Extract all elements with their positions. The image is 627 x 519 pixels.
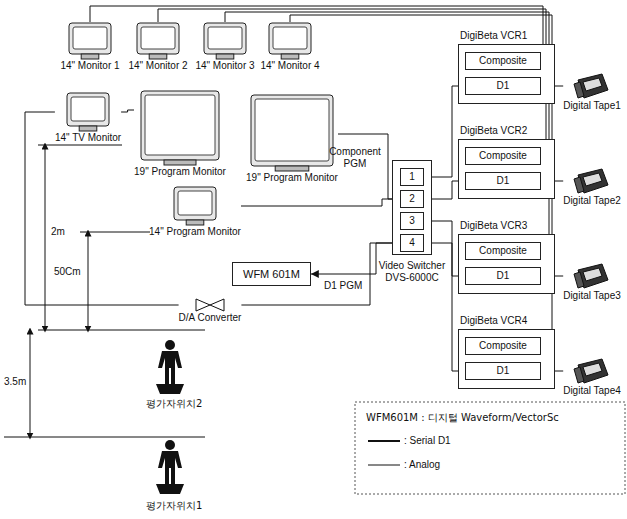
legend-sample xyxy=(368,440,400,442)
legend-sample xyxy=(368,465,400,466)
device-label: 14" Program Monitor xyxy=(149,226,241,238)
monitor: 19" Program Monitor xyxy=(134,90,226,178)
video-switcher: Video Switcher DVS-6000C1234 xyxy=(392,160,432,255)
box-label: 4 xyxy=(401,235,423,251)
box-label: 1 xyxy=(401,169,423,185)
tape-icon xyxy=(572,72,612,100)
vcr-output-box: D1 xyxy=(465,267,541,285)
tape-icon xyxy=(572,167,612,195)
monitor: 14" TV Monitor xyxy=(55,92,121,144)
monitor: 14" Program Monitor xyxy=(149,186,241,238)
label: 2m xyxy=(51,226,65,238)
box-label: Composite xyxy=(466,243,540,259)
waveform-monitor-box: WFM 601M xyxy=(232,262,311,286)
evaluator-figure xyxy=(156,440,184,494)
legend-box xyxy=(355,402,625,494)
digital-tape: Digital Tape2 xyxy=(563,167,621,207)
monitor: 14" Monitor 1 xyxy=(60,22,119,72)
label: 평가자위치2 xyxy=(146,398,202,410)
vcr-output-box: Composite xyxy=(465,147,541,165)
vcr-output-box: Composite xyxy=(465,52,541,70)
vcr-title: DigiBeta VCR4 xyxy=(460,315,527,327)
box-label: D1 xyxy=(466,173,540,189)
evaluator-figure xyxy=(156,340,184,394)
box-label: WFM 601M xyxy=(243,268,300,280)
digital-tape: Digital Tape1 xyxy=(563,72,621,112)
vcr-box: DigiBeta VCR3CompositeD1 xyxy=(458,220,555,294)
device-label: Digital Tape2 xyxy=(563,195,621,207)
device-label: 14" TV Monitor xyxy=(55,132,121,144)
digital-tape: Digital Tape3 xyxy=(563,262,621,302)
monitor-icon xyxy=(66,92,110,132)
box-label: 2 xyxy=(401,191,423,207)
device-label: 14" Monitor 1 xyxy=(60,60,119,72)
digital-tape: Digital Tape4 xyxy=(563,357,621,397)
box-label: Composite xyxy=(466,338,540,354)
device-label: Digital Tape3 xyxy=(563,290,621,302)
switcher-input: 1 xyxy=(400,168,424,186)
device-label: 19" Program Monitor xyxy=(246,172,338,184)
legend-text: : Serial D1 xyxy=(404,435,451,447)
tape-icon xyxy=(572,262,612,290)
vcr-output-box: D1 xyxy=(465,172,541,190)
monitor: 14" Monitor 4 xyxy=(260,22,319,72)
label: D1 PGM xyxy=(324,280,362,292)
vcr-output-box: Composite xyxy=(465,242,541,260)
device-label: Digital Tape1 xyxy=(563,100,621,112)
vcr-title: DigiBeta VCR2 xyxy=(460,125,527,137)
device-label: Digital Tape4 xyxy=(563,385,621,397)
monitor-icon xyxy=(203,22,247,60)
switcher-input: 4 xyxy=(400,234,424,252)
switcher-input: 2 xyxy=(400,190,424,208)
monitor-icon xyxy=(268,22,312,60)
label: 3.5m xyxy=(4,376,26,388)
vcr-output-box: Composite xyxy=(465,337,541,355)
converter-symbol xyxy=(195,298,225,312)
device-label: 19" Program Monitor xyxy=(134,166,226,178)
switcher-label: Video Switcher DVS-6000C xyxy=(370,260,454,284)
monitor-icon xyxy=(68,22,112,60)
tape-icon xyxy=(572,357,612,385)
connector xyxy=(241,243,400,305)
switcher-input: 3 xyxy=(400,212,424,230)
device-label: 14" Monitor 2 xyxy=(128,60,187,72)
label: 평가자위치1 xyxy=(146,500,202,512)
legend-text: : Analog xyxy=(404,459,440,471)
box-label: Composite xyxy=(466,148,540,164)
monitor: 19" Program Monitor xyxy=(246,94,338,184)
monitor-icon xyxy=(250,94,334,172)
box-label: D1 xyxy=(466,268,540,284)
label: Component PGM xyxy=(328,146,382,170)
vcr-title: DigiBeta VCR1 xyxy=(460,30,527,42)
monitor: 14" Monitor 3 xyxy=(195,22,254,72)
device-label: 14" Monitor 3 xyxy=(195,60,254,72)
box-label: Composite xyxy=(466,53,540,69)
vcr-title: DigiBeta VCR3 xyxy=(460,220,527,232)
monitor-icon xyxy=(136,22,180,60)
label: WFM601M : 디지털 Waveform/VectorSc xyxy=(366,412,559,424)
device-label: 14" Monitor 4 xyxy=(260,60,319,72)
connector xyxy=(241,199,400,206)
da-converter: D/A Converter xyxy=(179,298,242,324)
vcr-box: DigiBeta VCR1CompositeD1 xyxy=(458,30,555,104)
vcr-box: DigiBeta VCR4CompositeD1 xyxy=(458,315,555,389)
vcr-output-box: D1 xyxy=(465,77,541,95)
box-label: D1 xyxy=(466,363,540,379)
box-label: 3 xyxy=(401,213,423,229)
vcr-box: DigiBeta VCR2CompositeD1 xyxy=(458,125,555,199)
label: 50Cm xyxy=(54,266,81,278)
monitor: 14" Monitor 2 xyxy=(128,22,187,72)
connector xyxy=(121,110,134,112)
box-label: D1 xyxy=(466,78,540,94)
device-label: D/A Converter xyxy=(179,312,242,324)
monitor-icon xyxy=(173,186,217,226)
monitor-icon xyxy=(140,90,220,166)
vcr-output-box: D1 xyxy=(465,362,541,380)
